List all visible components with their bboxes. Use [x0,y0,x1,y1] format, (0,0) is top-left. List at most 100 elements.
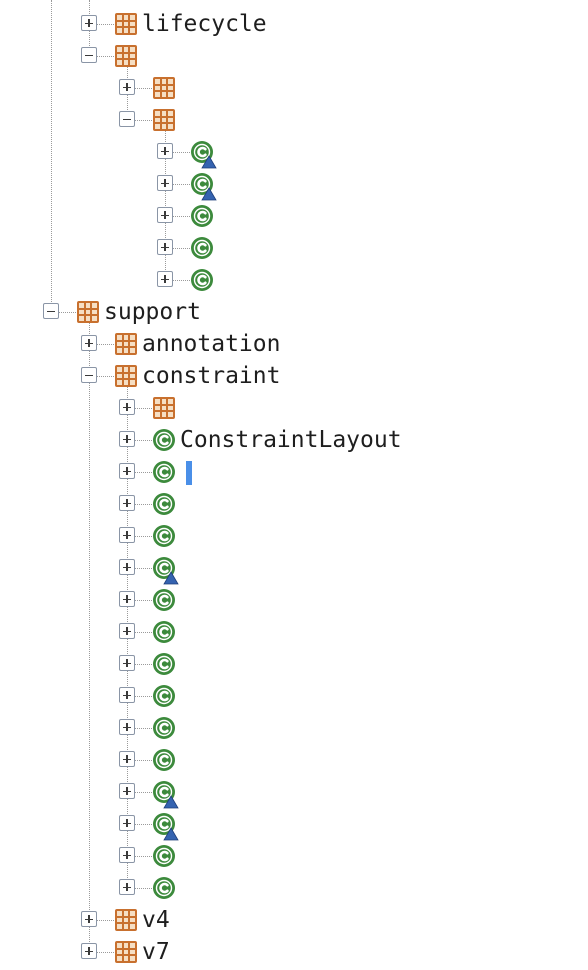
expand-toggle[interactable] [119,751,135,767]
expand-toggle[interactable] [119,719,135,735]
package-icon [114,940,138,964]
collapse-toggle[interactable] [119,111,135,127]
tree-node-v4[interactable]: v4 [0,904,588,936]
package-icon [152,108,176,132]
expand-toggle[interactable] [119,495,135,511]
abstract-class-icon [190,172,217,201]
tree-node-label[interactable]: support [104,299,201,325]
expand-toggle[interactable] [119,79,135,95]
tree-node-label[interactable]: ConstraintLayout [180,427,402,453]
abstract-class-icon [152,780,179,809]
package-icon [114,364,138,388]
tree-connector-stub [135,824,152,825]
tree-node-class[interactable] [0,616,588,648]
tree-connector-stub [135,728,152,729]
expand-toggle[interactable] [119,783,135,799]
package-icon [114,44,138,68]
tree-connector-line [51,0,52,312]
expand-toggle[interactable] [119,623,135,639]
tree-node-label[interactable]: annotation [142,331,281,357]
tree-node-class[interactable] [0,680,588,712]
class-icon [152,524,176,548]
tree-node-class[interactable] [0,200,588,232]
tree-node-label[interactable]: v4 [142,907,170,933]
tree-connector-stub [173,280,190,281]
tree-connector-stub [97,952,114,953]
tree-connector-stub [173,152,190,153]
tree-node-label[interactable]: v7 [142,939,170,965]
collapse-toggle[interactable] [81,367,97,383]
expand-toggle[interactable] [157,175,173,191]
class-icon [152,684,176,708]
tree-connector-stub [135,408,152,409]
tree-node-class[interactable] [0,776,588,809]
abstract-class-icon [152,556,179,585]
tree-node-package[interactable] [0,392,588,424]
expand-toggle[interactable] [119,847,135,863]
tree-node-label[interactable]: lifecycle [142,11,267,37]
tree-node-class[interactable] [0,552,588,585]
tree-node-class[interactable] [0,744,588,776]
expand-toggle[interactable] [119,815,135,831]
tree-connector-stub [135,504,152,505]
expand-toggle[interactable] [81,15,97,31]
tree-node-class[interactable] [0,840,588,872]
tree-connector-stub [97,24,114,25]
expand-toggle[interactable] [157,271,173,287]
tree-node-lifecycle[interactable]: lifecycle [0,8,588,40]
tree-node-support[interactable]: support [0,296,588,328]
class-icon [190,268,214,292]
expand-toggle[interactable] [119,879,135,895]
class-icon [152,460,176,484]
expand-toggle[interactable] [157,239,173,255]
tree-node-class[interactable] [0,648,588,680]
tree-node-label[interactable]: constraint [142,363,281,389]
tree-connector-stub [135,760,152,761]
tree-node-package[interactable] [0,72,588,104]
tree-node-annotation[interactable]: annotation [0,328,588,360]
expand-toggle[interactable] [119,591,135,607]
tree-node-class[interactable] [0,168,588,201]
tree-connector-stub [135,472,152,473]
expand-toggle[interactable] [119,399,135,415]
rename-caret[interactable] [186,461,192,485]
tree-node-class[interactable] [0,232,588,264]
tree-node-class[interactable] [0,808,588,841]
collapse-toggle[interactable] [81,47,97,63]
tree-node-class[interactable] [0,712,588,744]
class-icon [152,844,176,868]
tree-node-v7[interactable]: v7 [0,936,588,968]
expand-toggle[interactable] [119,527,135,543]
tree-node-package[interactable] [0,40,588,72]
tree-node-class[interactable] [0,872,588,904]
tree-node-class[interactable] [0,488,588,520]
class-icon [152,748,176,772]
tree-node-package[interactable] [0,104,588,136]
tree-node-class[interactable] [0,264,588,296]
package-icon [114,908,138,932]
tree-node-constraintlayout[interactable]: ConstraintLayout [0,424,588,456]
expand-toggle[interactable] [81,335,97,351]
tree-connector-stub [135,600,152,601]
tree-node-constraint[interactable]: constraint [0,360,588,392]
expand-toggle[interactable] [119,655,135,671]
tree-node-class[interactable] [0,520,588,552]
expand-toggle[interactable] [119,687,135,703]
tree-connector-line [89,321,90,952]
tree-connector-stub [135,568,152,569]
package-icon [152,396,176,420]
expand-toggle[interactable] [119,559,135,575]
expand-toggle[interactable] [157,143,173,159]
expand-toggle[interactable] [81,943,97,959]
expand-toggle[interactable] [157,207,173,223]
abstract-class-icon [152,812,179,841]
tree-connector-stub [135,632,152,633]
tree-connector-stub [173,184,190,185]
expand-toggle[interactable] [119,431,135,447]
expand-toggle[interactable] [119,463,135,479]
collapse-toggle[interactable] [43,303,59,319]
tree-node-class-editing[interactable] [0,456,588,488]
tree-node-class[interactable] [0,136,588,169]
expand-toggle[interactable] [81,911,97,927]
tree-node-class[interactable] [0,584,588,616]
